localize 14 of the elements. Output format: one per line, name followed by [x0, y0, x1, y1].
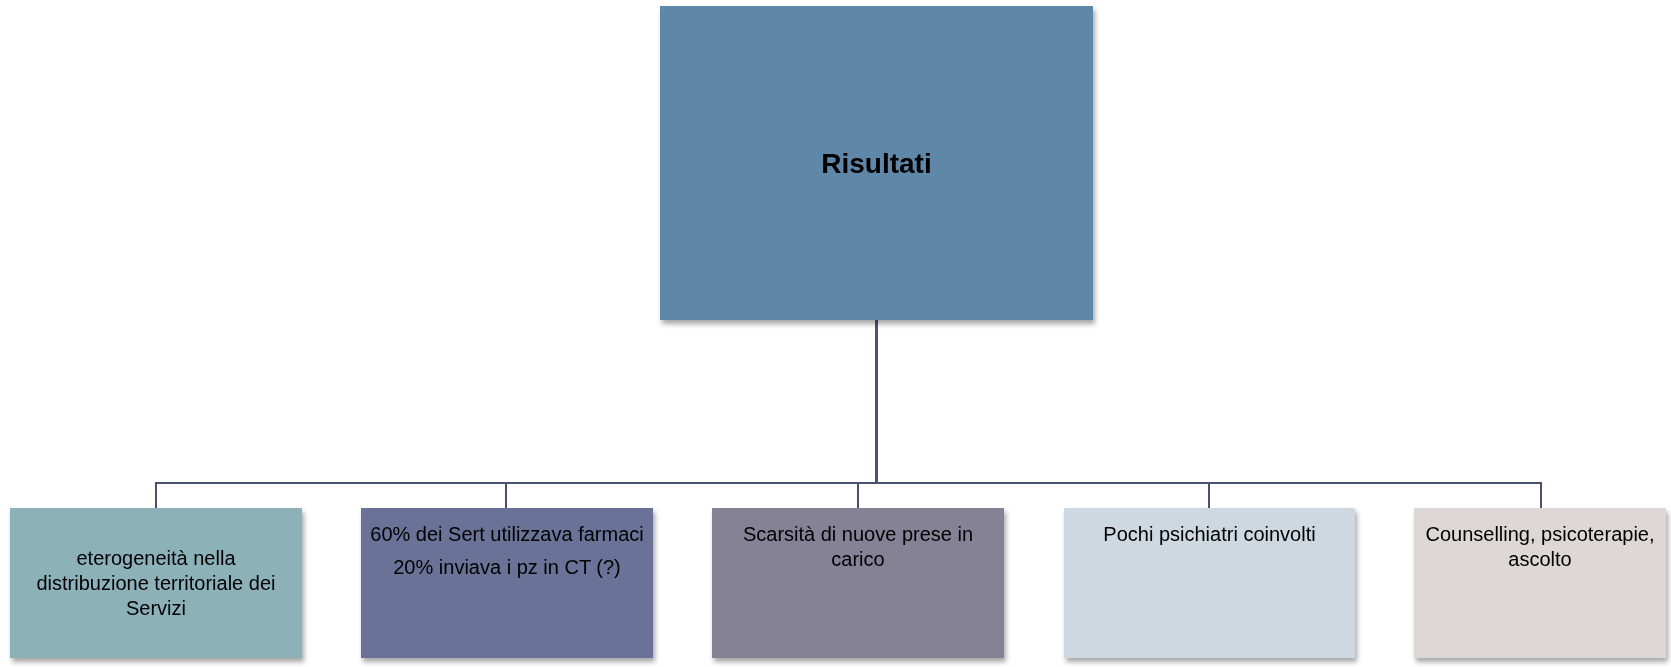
heading-box	[660, 6, 1093, 320]
heading-text: Risultati	[821, 146, 932, 181]
box-text: Pochi psichiatri coinvolti	[1103, 522, 1316, 547]
box-text: Counselling, psicoterapie, ascolto	[1424, 522, 1656, 572]
result-box	[10, 508, 302, 658]
connector-line	[875, 319, 1542, 509]
result-box	[1064, 508, 1355, 658]
box-text: 20% inviava i pz in CT (?)	[393, 555, 621, 580]
result-box	[361, 508, 653, 658]
box-text: eterogeneità nella distribuzione territoriale dei Servizi	[35, 545, 277, 621]
result-box	[1414, 508, 1666, 658]
box-text: 60% dei Sert utilizzava farmaci	[370, 522, 644, 547]
result-box	[712, 508, 1004, 658]
box-text: Scarsità di nuove prese in carico	[741, 522, 975, 572]
